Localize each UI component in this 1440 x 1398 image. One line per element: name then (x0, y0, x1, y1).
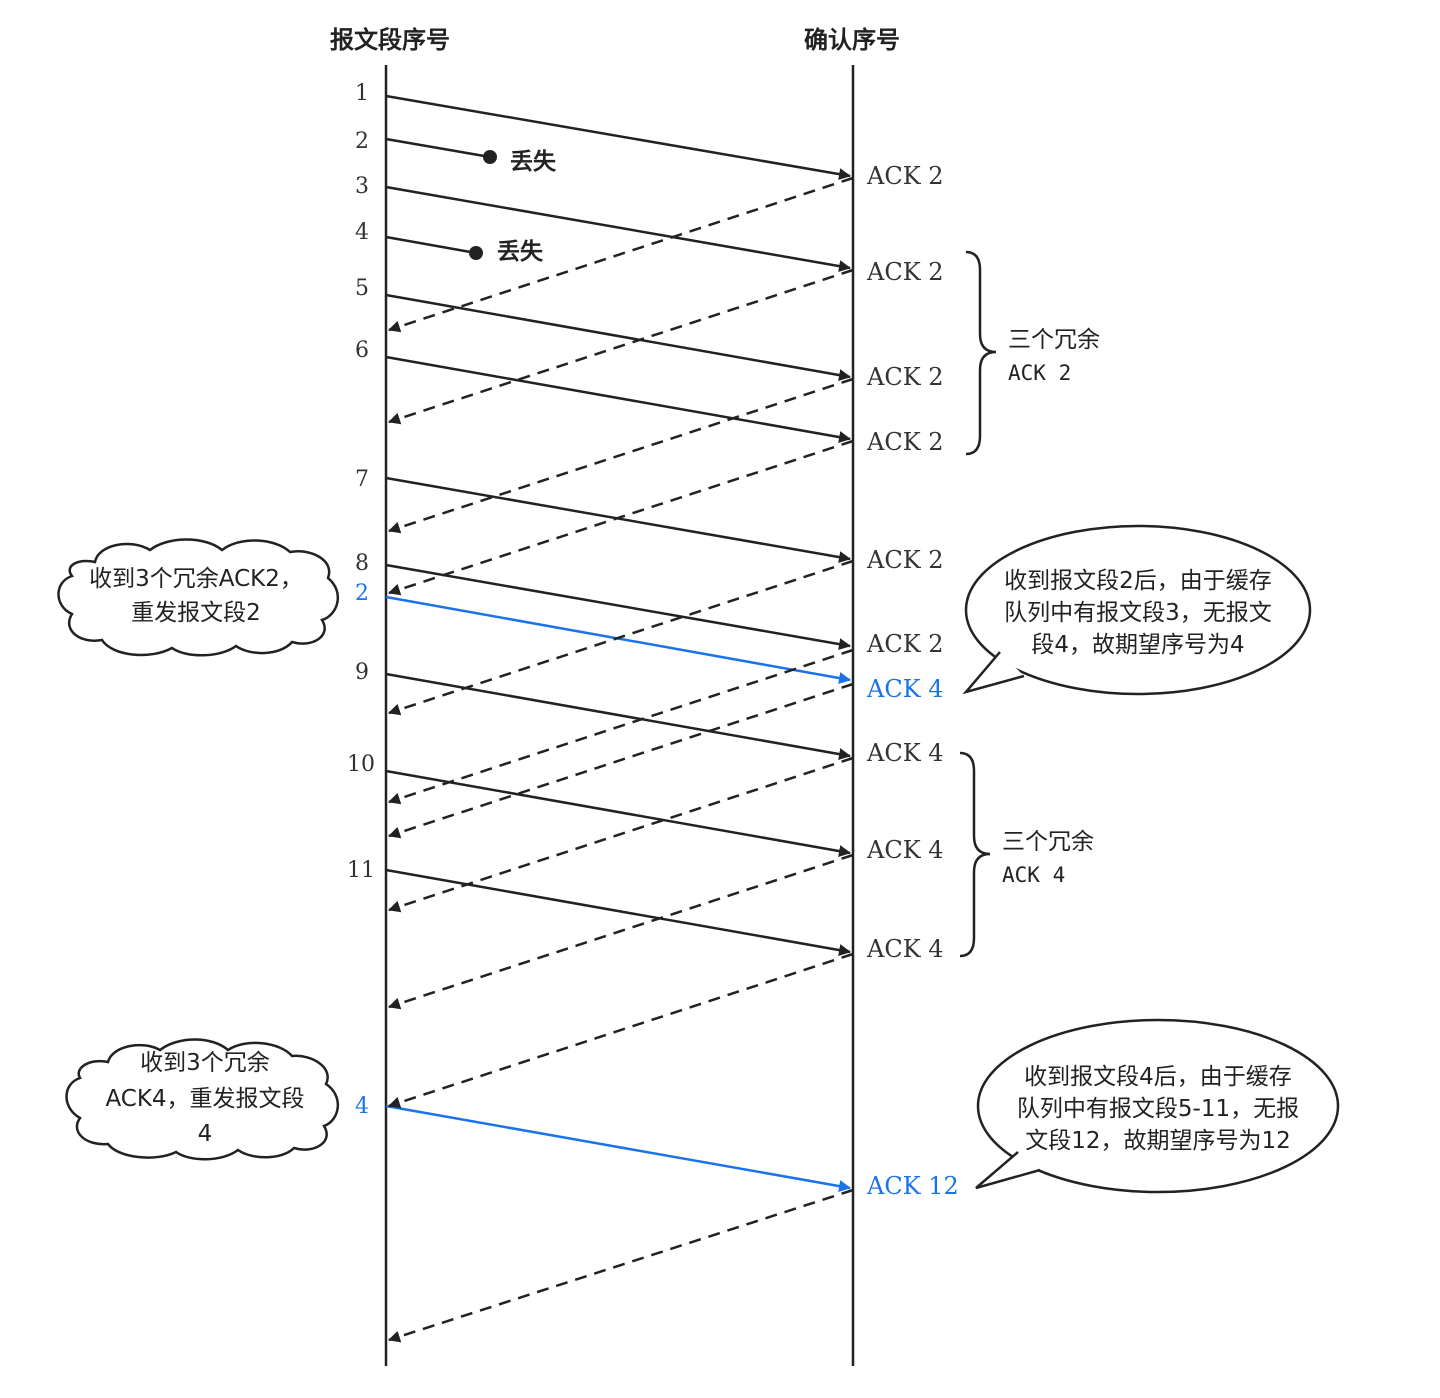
segment-arrow (385, 355, 851, 443)
bubble-text: 队列中有报文段5-11，无报 (1017, 1096, 1299, 1122)
lost-point-icon (469, 246, 483, 260)
thought-cloud (65, 1038, 339, 1161)
sender-header: 报文段序号 (330, 26, 450, 54)
segment-number: 9 (355, 660, 369, 685)
lost-label: 丢失 (510, 149, 557, 175)
ack-label: ACK 2 (866, 162, 944, 190)
brace-duplicate-ack4 (959, 751, 991, 958)
segment-number: 8 (355, 551, 369, 576)
ack-label: ACK 4 (866, 935, 944, 963)
segment-number: 7 (355, 467, 369, 492)
speech-bubble-tail (975, 1151, 1041, 1190)
cloud-text: 4 (198, 1121, 213, 1147)
retransmit-arrow (385, 1104, 851, 1192)
segment-arrow (385, 868, 851, 956)
brace-label: 三个冗余 (1008, 327, 1100, 353)
lost-label: 丢失 (497, 239, 544, 265)
bubble-text: 收到报文段2后，由于缓存 (1004, 568, 1272, 594)
cloud-text: 重发报文段2 (131, 600, 261, 626)
ack-arrow (388, 682, 854, 839)
segment-arrow (385, 185, 851, 273)
segment-number: 1 (355, 81, 369, 106)
lost-segment-line (385, 137, 491, 159)
ack-arrow (388, 1188, 854, 1343)
receiver-header: 确认序号 (804, 26, 900, 54)
segment-number: 10 (347, 752, 375, 777)
segment-number: 3 (355, 174, 369, 199)
ack-arrow (388, 648, 854, 805)
ack-label: ACK 4 (866, 739, 944, 767)
ack-arrow (388, 176, 854, 333)
segment-number: 4 (355, 220, 369, 245)
lost-point-icon (483, 150, 497, 164)
segment-arrow (385, 94, 851, 181)
ack-arrow (388, 559, 854, 716)
retransmit-segment-number: 2 (355, 581, 369, 606)
ack-label: ACK 4 (866, 836, 944, 864)
cloud-text: ACK4，重发报文段 (105, 1086, 304, 1112)
ack-arrow (388, 853, 854, 1010)
cloud-text: 收到3个冗余ACK2， (89, 566, 303, 592)
thought-cloud (57, 538, 340, 657)
ack-arrow (388, 439, 854, 596)
ack-label: ACK 2 (866, 630, 944, 658)
brace-label: ACK 4 (1002, 863, 1065, 887)
segment-arrow (385, 672, 851, 760)
segment-arrow (385, 769, 851, 857)
ack-label: ACK 2 (866, 546, 944, 574)
segment-number: 2 (355, 129, 369, 154)
segment-number: 11 (347, 858, 375, 883)
bubble-text: 文段12，故期望序号为12 (1025, 1128, 1291, 1154)
brace-duplicate-ack2 (965, 250, 997, 456)
speech-bubble (976, 1018, 1340, 1194)
ack-label-highlight: ACK 12 (866, 1172, 959, 1200)
brace-label: 三个冗余 (1002, 829, 1094, 855)
ack-label: ACK 2 (866, 363, 944, 391)
segment-arrow (385, 563, 851, 651)
ack-label: ACK 2 (866, 428, 944, 456)
cloud-text: 收到3个冗余 (140, 1050, 270, 1076)
segment-number: 5 (355, 276, 369, 301)
bubble-text: 段4，故期望序号为4 (1031, 632, 1244, 658)
bubble-text: 队列中有报文段3，无报文 (1004, 600, 1272, 626)
brace-label: ACK 2 (1008, 361, 1071, 385)
speech-bubble (964, 524, 1312, 696)
retransmit-segment-number: 4 (355, 1094, 369, 1119)
ack-arrow (388, 952, 854, 1109)
speech-bubble-tail (962, 651, 1025, 695)
segment-number: 6 (355, 338, 369, 363)
bubble-text: 收到报文段4后，由于缓存 (1024, 1064, 1292, 1090)
ack-label-highlight: ACK 4 (866, 675, 944, 703)
ack-arrow (388, 268, 854, 425)
lost-segment-line (385, 235, 477, 255)
ack-arrow (388, 756, 854, 913)
segment-arrow (385, 293, 851, 381)
ack-label: ACK 2 (866, 258, 944, 286)
ack-arrow (388, 377, 854, 534)
